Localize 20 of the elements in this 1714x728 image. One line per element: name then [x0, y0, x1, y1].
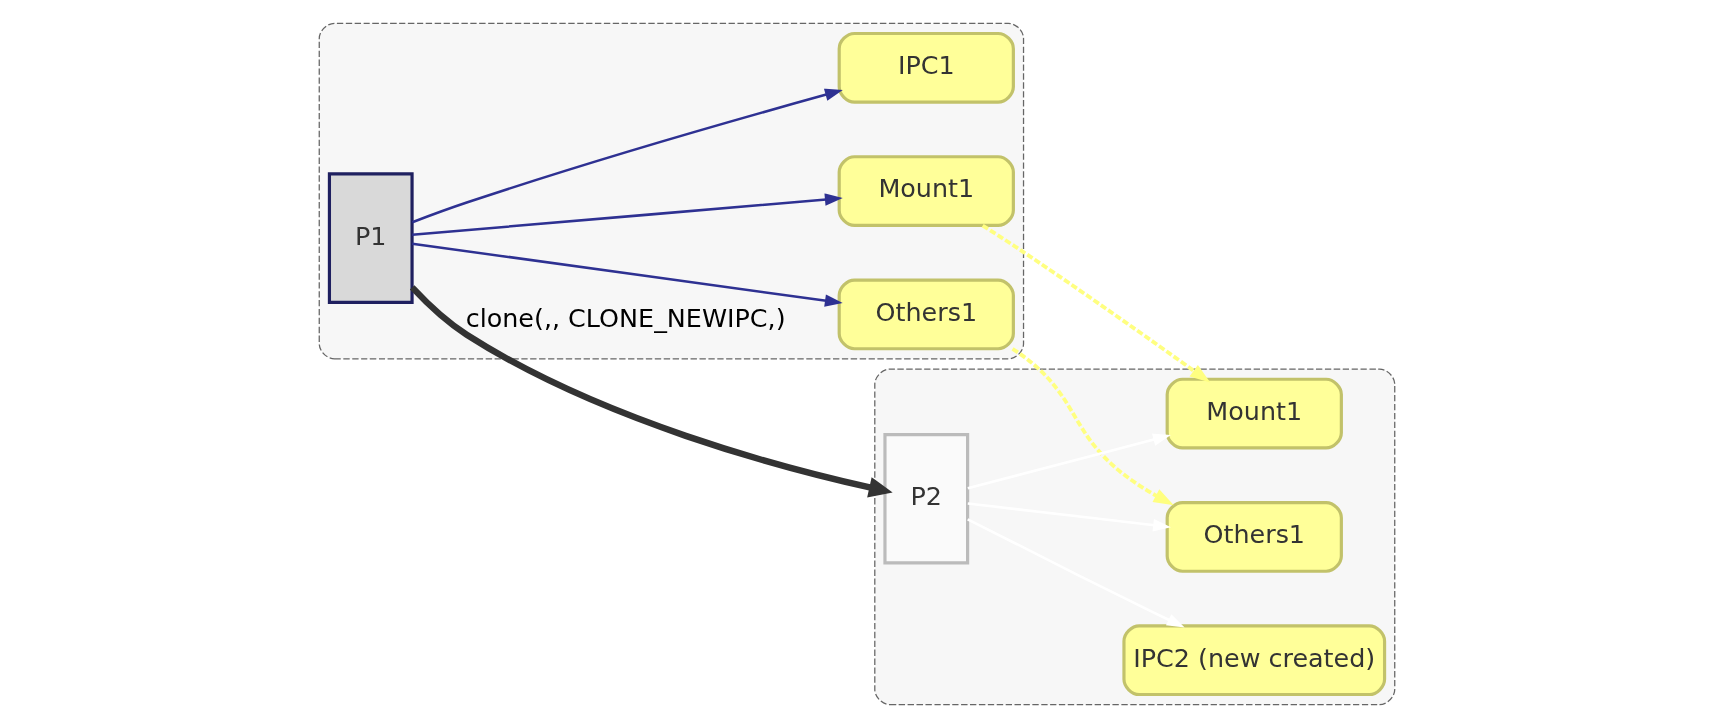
node-box: IPC1	[837, 31, 1015, 104]
node-box: Mount1	[837, 155, 1015, 227]
node-box: Others1	[1165, 501, 1343, 573]
arrow	[409, 285, 893, 498]
node-box: Others1	[837, 278, 1015, 351]
arrow	[967, 518, 1185, 628]
arrow	[412, 193, 843, 236]
cluster	[874, 368, 1396, 706]
node-box: P2	[883, 432, 970, 565]
node-box: Mount1	[1165, 377, 1343, 450]
arrow	[412, 242, 843, 307]
arrow	[967, 502, 1171, 532]
arrow	[411, 88, 843, 224]
arrow	[967, 433, 1171, 490]
arrow	[1011, 347, 1174, 506]
edge-label: clone(,, CLONE_NEWIPC,)	[465, 303, 786, 334]
node-box: P1	[327, 172, 414, 304]
node-box: IPC2 (new created)	[1122, 624, 1387, 697]
arrow	[981, 223, 1211, 383]
cluster	[318, 22, 1025, 360]
